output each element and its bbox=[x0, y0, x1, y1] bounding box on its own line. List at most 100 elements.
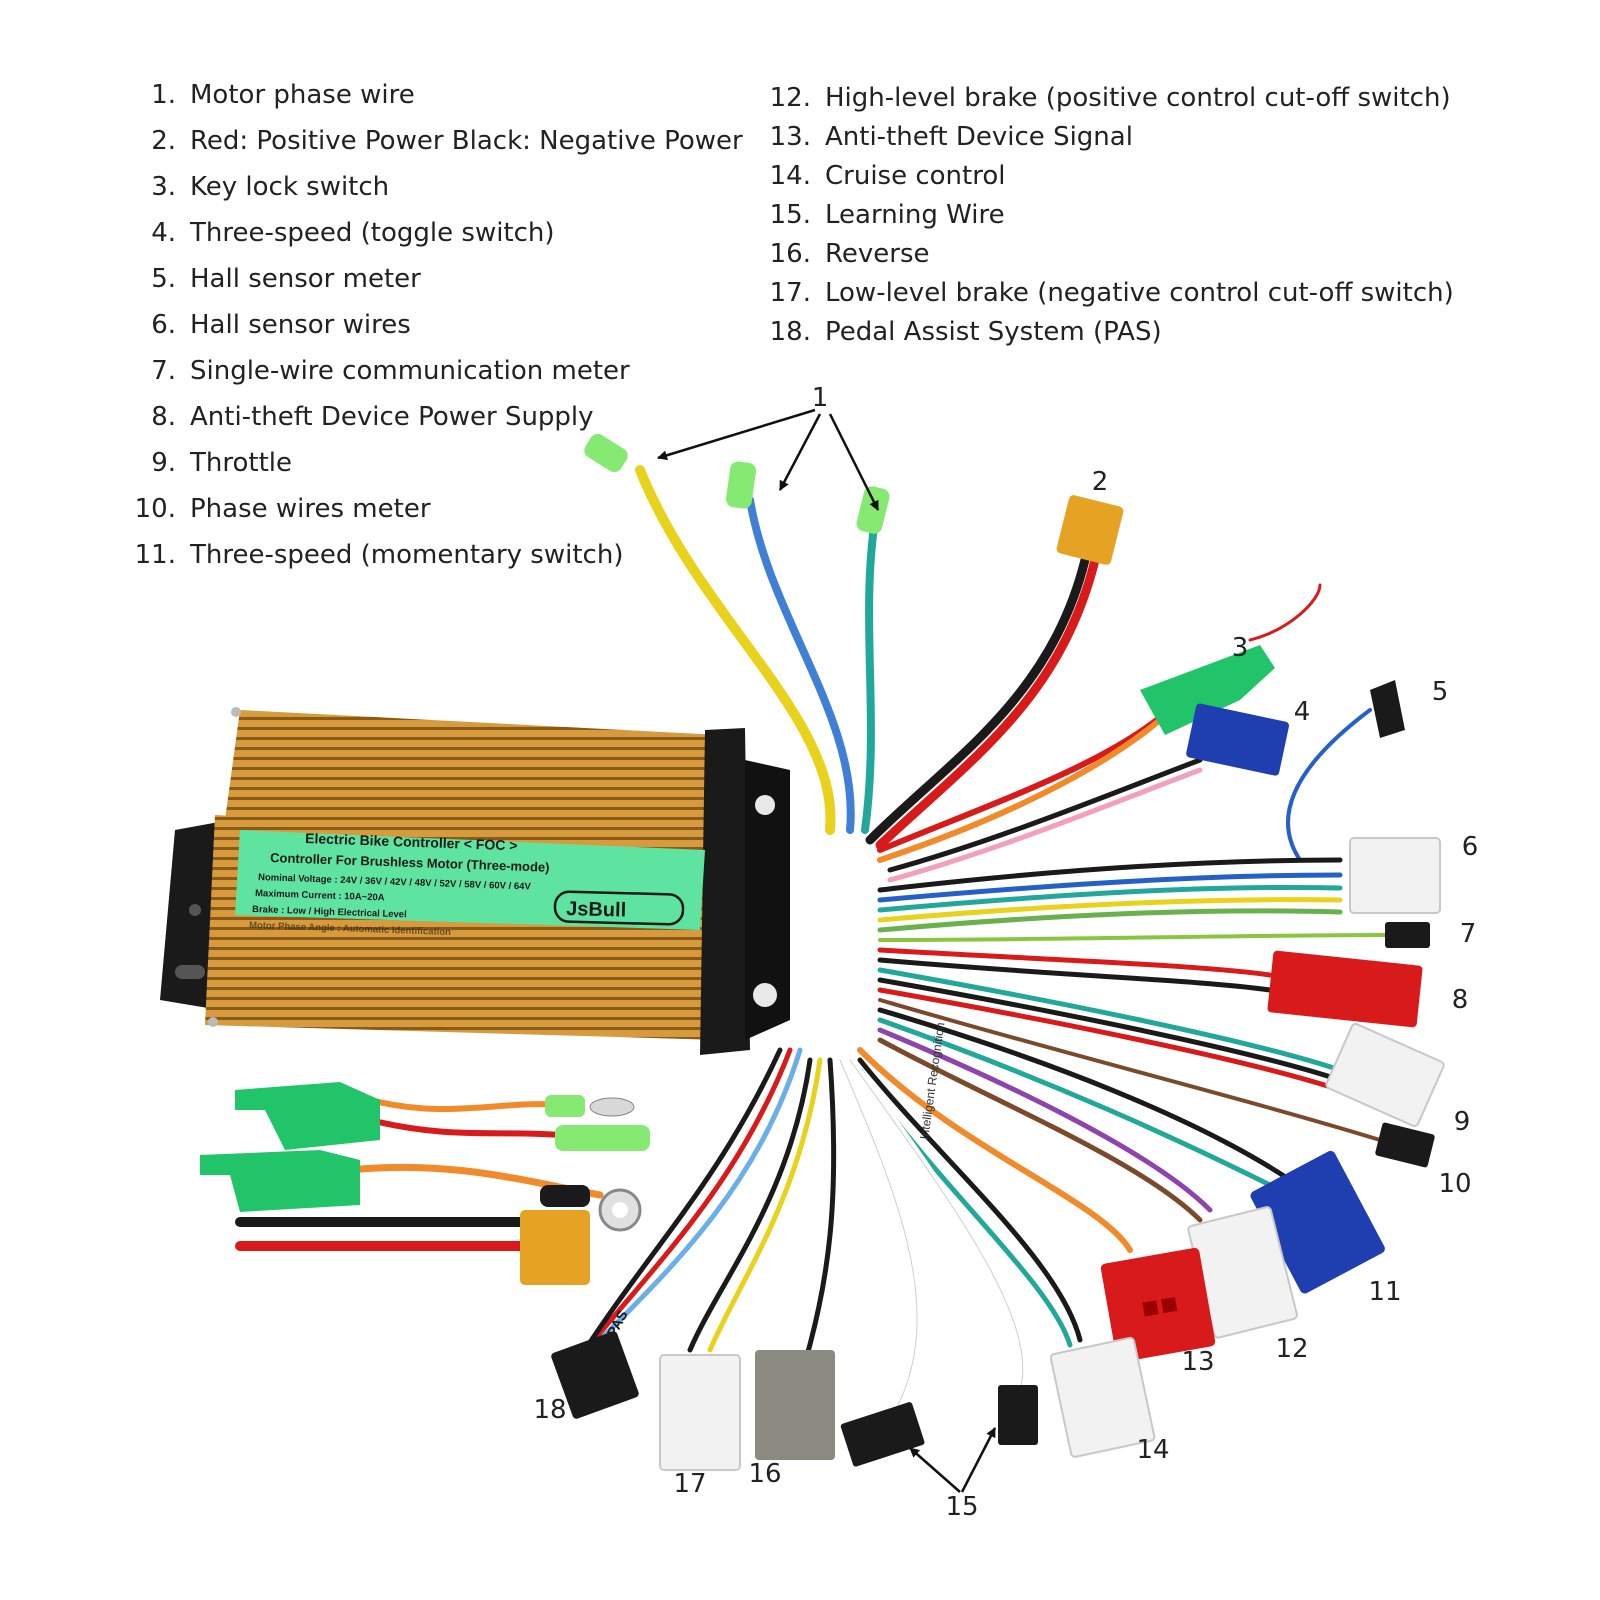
legend-item-number: 7. bbox=[151, 356, 176, 386]
callout-14: 14 bbox=[1136, 1435, 1169, 1465]
connector-cruise bbox=[1049, 1336, 1156, 1458]
connector-single-wire bbox=[1385, 922, 1430, 948]
legend-item: 18. Pedal Assist System (PAS) bbox=[755, 312, 1454, 351]
legend-item-text: Learning Wire bbox=[825, 199, 1005, 230]
connector-learning-a bbox=[840, 1402, 925, 1467]
connector-pas bbox=[551, 1331, 639, 1419]
connectors bbox=[200, 433, 1445, 1471]
legend-item-number: 1. bbox=[151, 80, 176, 110]
legend-item-number: 12. bbox=[769, 82, 811, 113]
legend-item-text: Anti-theft Device Power Supply bbox=[190, 402, 594, 432]
callout-12: 12 bbox=[1275, 1334, 1308, 1364]
legend-item-text: Key lock switch bbox=[190, 172, 390, 202]
callout-17: 17 bbox=[673, 1469, 706, 1499]
legend-item: 11.Three-speed (momentary switch) bbox=[120, 532, 743, 578]
legend-item-number: 11. bbox=[134, 540, 176, 570]
callout-13: 13 bbox=[1181, 1347, 1214, 1377]
legend-item: 5.Hall sensor meter bbox=[120, 256, 743, 302]
callout-5: 5 bbox=[1432, 677, 1449, 707]
legend-item: 15. Learning Wire bbox=[755, 195, 1454, 234]
wire-bundle bbox=[235, 465, 1387, 1425]
legend-item: 4. Three-speed (toggle switch) bbox=[120, 210, 743, 256]
callout-18: 18 bbox=[533, 1395, 566, 1425]
legend-item: 6. Hall sensor wires bbox=[120, 302, 743, 348]
legend-item-number: 9. bbox=[151, 448, 176, 478]
connector-phase-blue bbox=[725, 461, 757, 509]
callout-16: 16 bbox=[748, 1459, 781, 1489]
legend-item: 10. Phase wires meter bbox=[120, 486, 743, 532]
legend-item: 14.Cruise control bbox=[755, 156, 1454, 195]
callout-arrows bbox=[657, 408, 997, 1493]
controller-label-line1: Electric Bike Controller < FOC > bbox=[305, 830, 518, 853]
legend-item-number: 3. bbox=[151, 172, 176, 202]
callout-2: 2 bbox=[1092, 467, 1109, 497]
legend-item-text: Throttle bbox=[190, 448, 292, 478]
callout-7: 7 bbox=[1460, 919, 1477, 949]
connector-phase-yellow bbox=[584, 433, 628, 473]
legend-item: 17. Low-level brake (negative control cut… bbox=[755, 273, 1454, 312]
connector-reverse bbox=[755, 1350, 835, 1460]
legend-item-number: 6. bbox=[151, 310, 176, 340]
legend-item-number: 16. bbox=[769, 238, 811, 269]
legend-item: 1. Motor phase wire bbox=[120, 72, 743, 118]
callout-1: 1 bbox=[812, 383, 829, 413]
callout-10: 10 bbox=[1438, 1169, 1471, 1199]
legend-item-text: Low-level brake (negative control cut-of… bbox=[825, 277, 1454, 308]
legend-item-text: Three-speed (toggle switch) bbox=[190, 218, 555, 248]
connector-anti-theft-power bbox=[1267, 950, 1423, 1028]
accessory-ring-crimp bbox=[540, 1185, 590, 1207]
legend-item-text: Phase wires meter bbox=[190, 494, 431, 524]
legend-item-number: 8. bbox=[151, 402, 176, 432]
legend-item-text: Single-wire communication meter bbox=[190, 356, 630, 386]
connector-phase-meter bbox=[1375, 1122, 1435, 1168]
legend-item-text: Anti-theft Device Signal bbox=[825, 121, 1133, 152]
legend-item-text: Hall sensor wires bbox=[190, 310, 411, 340]
controller-label-line4: Maximum Current : 10A~20A bbox=[255, 888, 385, 904]
accessory-green-plug-b bbox=[200, 1150, 360, 1212]
legend-item: 13. Anti-theft Device Signal bbox=[755, 117, 1454, 156]
legend-left: 1. Motor phase wire 2. Red: Positive Power… bbox=[120, 72, 743, 578]
wire-tag-intelligent: Intelligent Recognition bbox=[917, 1022, 947, 1141]
controller-housing bbox=[160, 707, 790, 1055]
legend-item-text: High-level brake (positive control cut-o… bbox=[825, 82, 1451, 113]
connector-key-lock bbox=[1140, 645, 1275, 735]
callout-8: 8 bbox=[1452, 985, 1469, 1015]
connector-throttle bbox=[1325, 1022, 1445, 1128]
legend-right: 12. High-level brake (positive control cu… bbox=[755, 78, 1454, 351]
brand-logo: JsBull bbox=[566, 898, 627, 922]
legend-item-number: 15. bbox=[769, 199, 811, 230]
legend-item-number: 17. bbox=[769, 277, 811, 308]
connector-learning-b bbox=[998, 1385, 1038, 1445]
callout-11: 11 bbox=[1368, 1277, 1401, 1307]
legend-item: 16. Reverse bbox=[755, 234, 1454, 273]
legend-item: 7. Single-wire communication meter bbox=[120, 348, 743, 394]
legend-item-number: 10. bbox=[134, 494, 176, 524]
legend-item-number: 4. bbox=[151, 218, 176, 248]
legend-item-number: 13. bbox=[769, 121, 811, 152]
accessory-bullet-pin bbox=[589, 1097, 635, 1117]
callout-9: 9 bbox=[1454, 1107, 1471, 1137]
legend-item: 8. Anti-theft Device Power Supply bbox=[120, 394, 743, 440]
legend-item: 12. High-level brake (positive control cu… bbox=[755, 78, 1454, 117]
legend-item-text: Cruise control bbox=[825, 160, 1006, 191]
connector-low-brake bbox=[659, 1354, 741, 1471]
connector-phase-green bbox=[856, 486, 890, 534]
legend-item: 3. Key lock switch bbox=[120, 164, 743, 210]
callout-3: 3 bbox=[1232, 633, 1249, 663]
legend-item-text: Motor phase wire bbox=[190, 80, 415, 110]
legend-item-number: 18. bbox=[769, 316, 811, 347]
legend-item-text: Red: Positive Power Black: Negative Powe… bbox=[190, 126, 743, 156]
connector-hall-meter bbox=[1370, 680, 1405, 738]
connector-three-speed-momentary bbox=[1250, 1150, 1385, 1294]
legend-item-number: 5. bbox=[151, 264, 176, 294]
callout-numbers: 1 2 3 4 5 6 7 8 9 10 11 12 13 14 15 16 1… bbox=[533, 383, 1478, 1522]
connector-anti-theft-signal bbox=[1100, 1247, 1216, 1363]
legend-item-number: 2. bbox=[151, 126, 176, 156]
legend-item-text: Reverse bbox=[825, 238, 930, 269]
legend-item: 9. Throttle bbox=[120, 440, 743, 486]
connector-hall-sensor bbox=[1349, 837, 1441, 914]
accessory-xt60 bbox=[520, 1210, 590, 1285]
legend-item-text: Pedal Assist System (PAS) bbox=[825, 316, 1162, 347]
callout-6: 6 bbox=[1462, 832, 1479, 862]
